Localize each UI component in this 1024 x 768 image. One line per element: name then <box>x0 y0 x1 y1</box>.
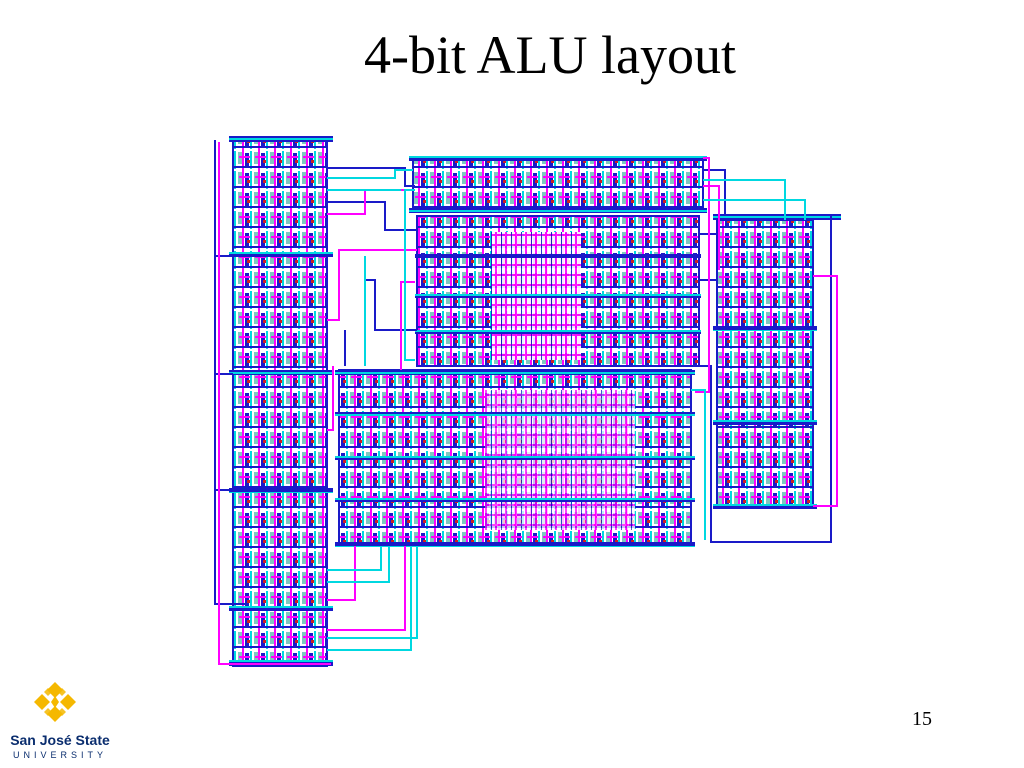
routing-wires <box>214 140 838 665</box>
university-logo-mark <box>34 682 76 722</box>
university-subtitle: UNIVERSITY <box>12 750 107 760</box>
middle-cell-block <box>415 215 701 367</box>
page-number: 15 <box>912 708 932 730</box>
slide-title: 4-bit ALU layout <box>364 25 736 85</box>
bottom-cell-block <box>335 369 695 547</box>
alu-layout-diagram <box>214 136 841 667</box>
left-cell-column <box>229 136 333 667</box>
right-cell-column <box>713 214 841 509</box>
top-middle-cell-block <box>409 156 707 213</box>
university-logo: San José State UNIVERSITY <box>4 676 116 766</box>
university-name: San José State <box>10 732 110 748</box>
